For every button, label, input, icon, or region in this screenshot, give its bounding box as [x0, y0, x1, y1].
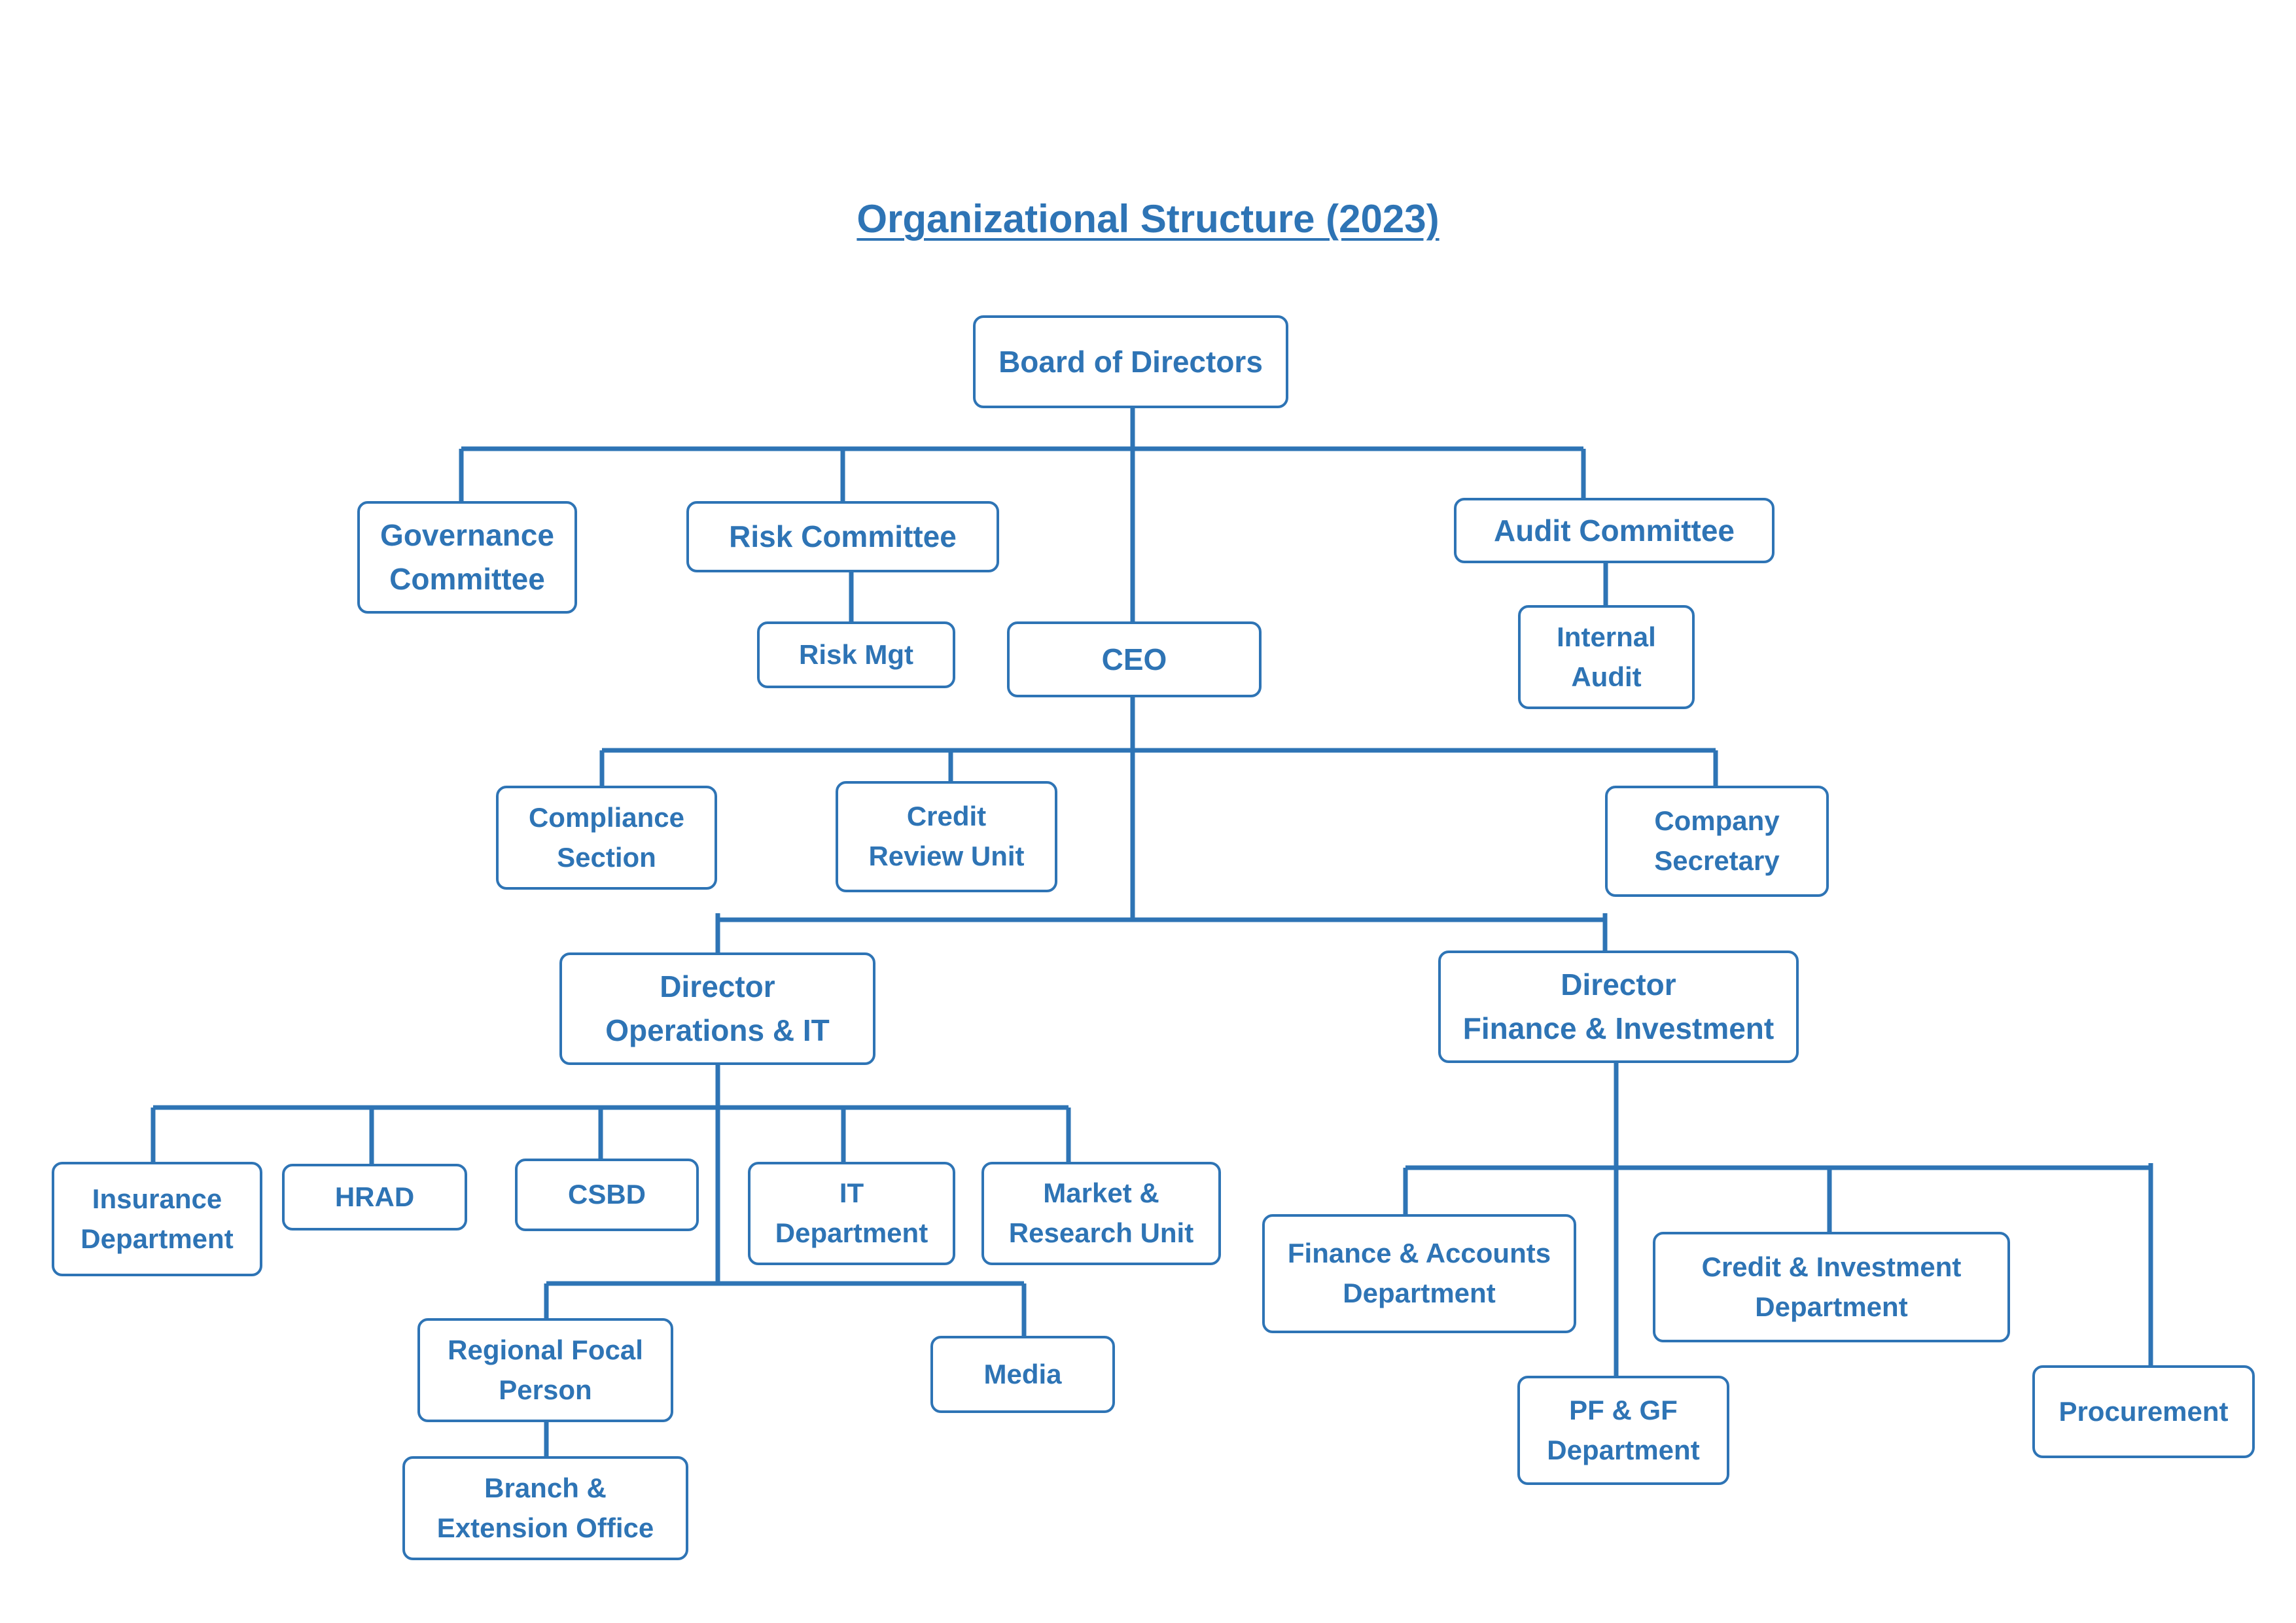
hrad-box: HRAD: [282, 1164, 467, 1230]
node-label: PF & GF Department: [1547, 1394, 1700, 1465]
credit-investment-department-box: Credit & Investment Department: [1653, 1232, 2010, 1342]
node-label: Market & Research Unit: [1008, 1178, 1194, 1248]
node-label: Branch & Extension Office: [436, 1472, 654, 1543]
node-label: Director Operations & IT: [605, 969, 830, 1047]
node-label: Audit Committee: [1494, 513, 1735, 548]
node-label: Governance Committee: [380, 518, 554, 596]
internal-audit-box: Internal Audit: [1518, 605, 1695, 709]
node-label: Procurement: [2058, 1395, 2229, 1427]
media-box: Media: [930, 1336, 1115, 1413]
pf-gf-department-box: PF & GF Department: [1517, 1376, 1729, 1485]
node-label: Insurance Department: [80, 1183, 234, 1254]
node-label: IT Department: [775, 1178, 928, 1248]
node-label: Board of Directors: [998, 344, 1263, 379]
page-title: Organizational Structure (2023): [857, 197, 1439, 241]
company-secretary-box: Company Secretary: [1605, 786, 1829, 897]
market-research-unit-box: Market & Research Unit: [981, 1162, 1221, 1265]
node-label: HRAD: [334, 1181, 415, 1212]
node-label: Credit & Investment Department: [1701, 1251, 1962, 1322]
audit-committee-box: Audit Committee: [1454, 498, 1775, 563]
node-label: Company Secretary: [1654, 805, 1780, 876]
compliance-section-box: Compliance Section: [496, 786, 717, 890]
node-label: Risk Committee: [729, 519, 957, 554]
finance-accounts-department-box: Finance & Accounts Department: [1262, 1214, 1576, 1333]
governance-committee-box: Governance Committee: [357, 501, 577, 614]
credit-review-unit-box: Credit Review Unit: [836, 781, 1057, 892]
procurement-box: Procurement: [2032, 1365, 2255, 1458]
risk-committee-box: Risk Committee: [686, 501, 999, 572]
csbd-box: CSBD: [515, 1159, 699, 1231]
director-finance-investment-box: Director Finance & Investment: [1438, 951, 1799, 1063]
regional-focal-person-box: Regional Focal Person: [417, 1318, 673, 1422]
node-label: CEO: [1101, 642, 1167, 676]
insurance-department-box: Insurance Department: [52, 1162, 262, 1276]
ceo-box: CEO: [1007, 621, 1262, 697]
node-label: Compliance Section: [528, 801, 685, 873]
board-of-directors-box: Board of Directors: [973, 315, 1288, 408]
node-label: CSBD: [567, 1179, 646, 1210]
node-label: Internal Audit: [1557, 621, 1656, 692]
node-label: Finance & Accounts Department: [1287, 1238, 1551, 1308]
node-label: Regional Focal Person: [448, 1334, 643, 1405]
node-label: Media: [983, 1358, 1062, 1389]
node-label: Director Finance & Investment: [1462, 968, 1775, 1045]
it-department-box: IT Department: [748, 1162, 955, 1265]
node-label: Risk Mgt: [798, 638, 913, 670]
risk-mgt-box: Risk Mgt: [757, 621, 955, 688]
branch-extension-office-box: Branch & Extension Office: [402, 1456, 688, 1560]
director-operations-it-box: Director Operations & IT: [559, 952, 875, 1065]
node-label: Credit Review Unit: [868, 801, 1025, 871]
